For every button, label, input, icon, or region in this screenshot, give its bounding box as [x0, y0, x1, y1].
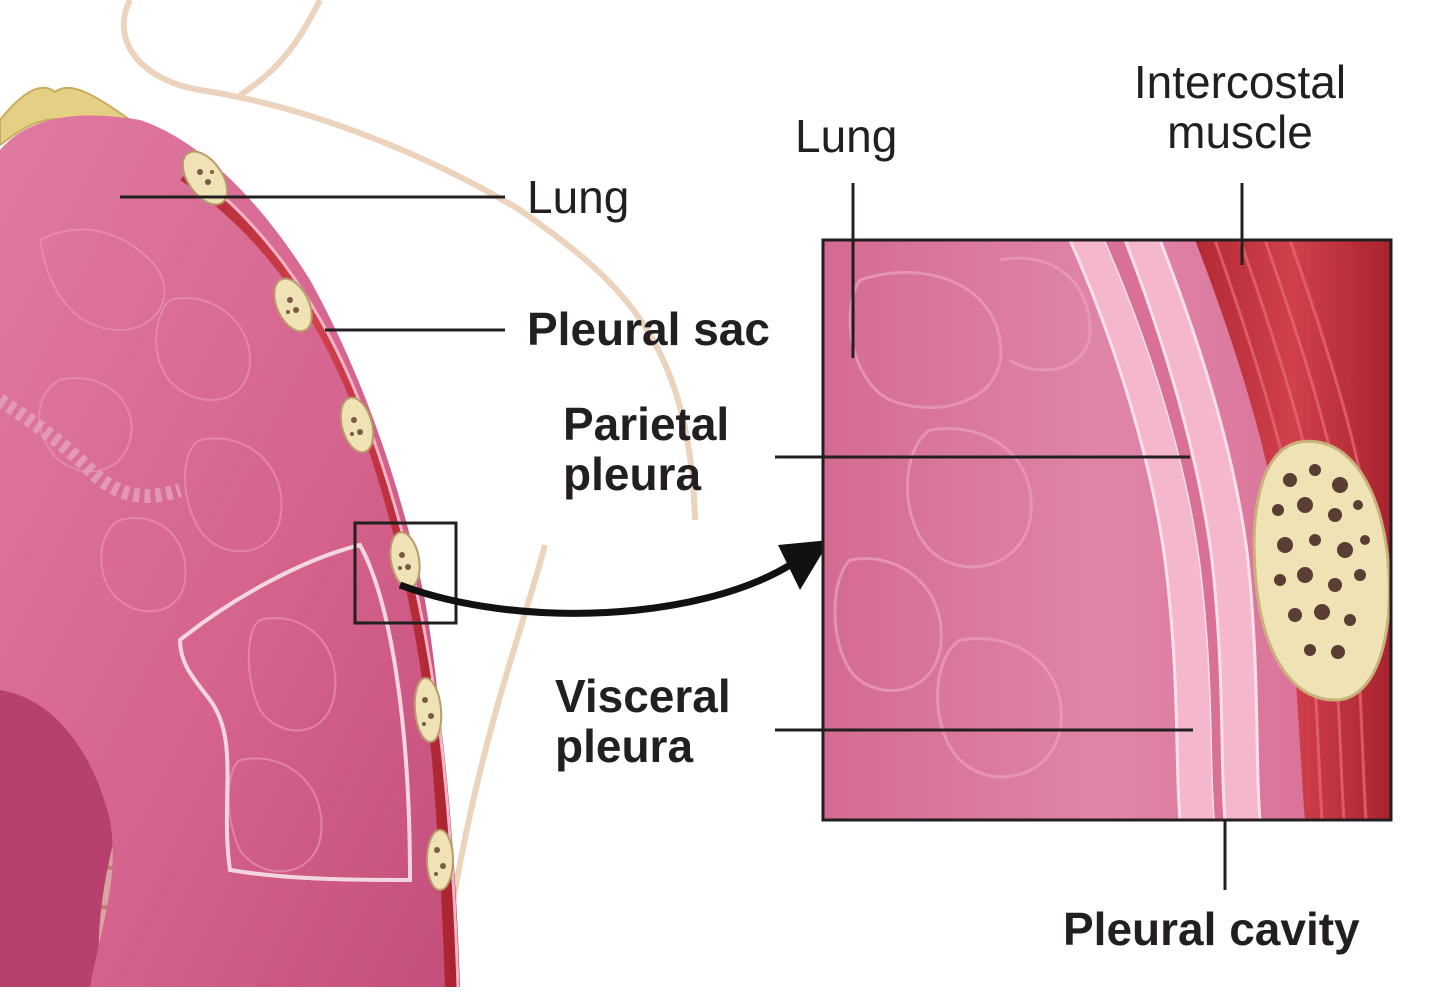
label-pleural-cavity: Pleural cavity: [1063, 905, 1360, 955]
label-pleural-sac: Pleural sac: [527, 305, 770, 355]
label-left-lung: Lung: [527, 173, 629, 223]
inset-view: [823, 240, 1391, 820]
label-inset-lung: Lung: [795, 112, 897, 162]
label-visceral-pleura: Visceral pleura: [555, 672, 755, 771]
label-parietal-pleura: Parietal pleura: [563, 400, 763, 499]
magnify-arrow: [400, 565, 790, 613]
label-intercostal-muscle: Intercostal muscle: [1110, 58, 1370, 157]
